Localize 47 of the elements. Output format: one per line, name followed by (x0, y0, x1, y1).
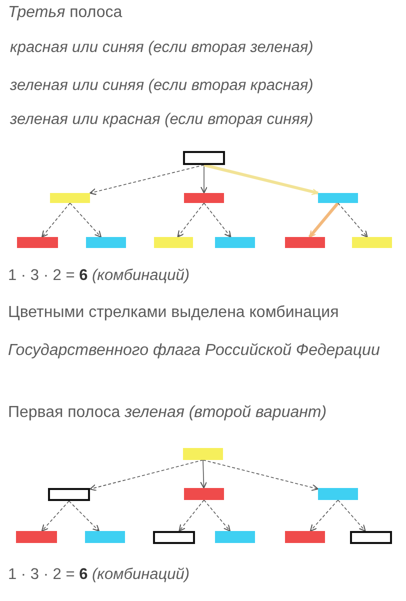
stripe-bar (16, 531, 57, 543)
stripe-bar (154, 237, 193, 248)
heading-text: Первая полоса зеленая (второй вариант) (8, 404, 327, 422)
highlighted-arrow (204, 164, 318, 196)
dashed-arrow (42, 202, 70, 238)
dashed-arrow (41, 500, 70, 532)
dashed-arrow (338, 500, 366, 532)
note-text: Государственного флага Российской Федерации (8, 342, 380, 360)
empty-box (183, 151, 225, 165)
stripe-bar (17, 237, 58, 248)
stripe-bar (285, 531, 325, 543)
dashed-arrow (202, 460, 318, 491)
dashed-arrow (178, 500, 204, 532)
dashed-arrow (70, 202, 102, 238)
dashed-arrow (204, 500, 230, 532)
stripe-bar (50, 193, 90, 203)
stripe-bar (318, 488, 358, 500)
dashed-arrow (310, 500, 338, 532)
stripe-bar (184, 488, 224, 500)
highlighted-arrow (308, 202, 340, 238)
arrow (200, 164, 208, 194)
note-text: Цветными стрелками выделена комбинация (8, 304, 339, 322)
stripe-bar (86, 237, 126, 248)
arrow (200, 460, 208, 488)
formula-text: 1 · 3 · 2 = 6 (комбинаций) (8, 566, 190, 584)
note-text: зеленая или синяя (если вторая красная) (10, 77, 314, 95)
empty-box (350, 531, 392, 544)
stripe-bar (85, 531, 125, 543)
stripe-bar (183, 448, 223, 460)
empty-box (153, 531, 195, 544)
stripe-bar (352, 237, 392, 248)
dashed-arrow (177, 202, 204, 238)
dashed-arrow (68, 500, 100, 532)
note-text: красная или синяя (если вторая зеленая) (10, 39, 314, 57)
stripe-bar (184, 193, 224, 203)
stripe-bar (215, 237, 255, 248)
dashed-arrow (204, 202, 232, 238)
note-text: зеленая или красная (если вторая синяя) (10, 111, 314, 129)
stripe-bar (285, 237, 325, 248)
dashed-arrow (338, 202, 368, 238)
formula-text: 1 · 3 · 2 = 6 (комбинаций) (8, 267, 190, 285)
stripe-bar (215, 531, 255, 543)
stripe-bar (318, 193, 358, 203)
heading-text: Третья полоса (8, 4, 122, 22)
empty-box (48, 488, 90, 501)
dashed-arrow (90, 460, 204, 491)
dashed-arrow (90, 164, 204, 196)
